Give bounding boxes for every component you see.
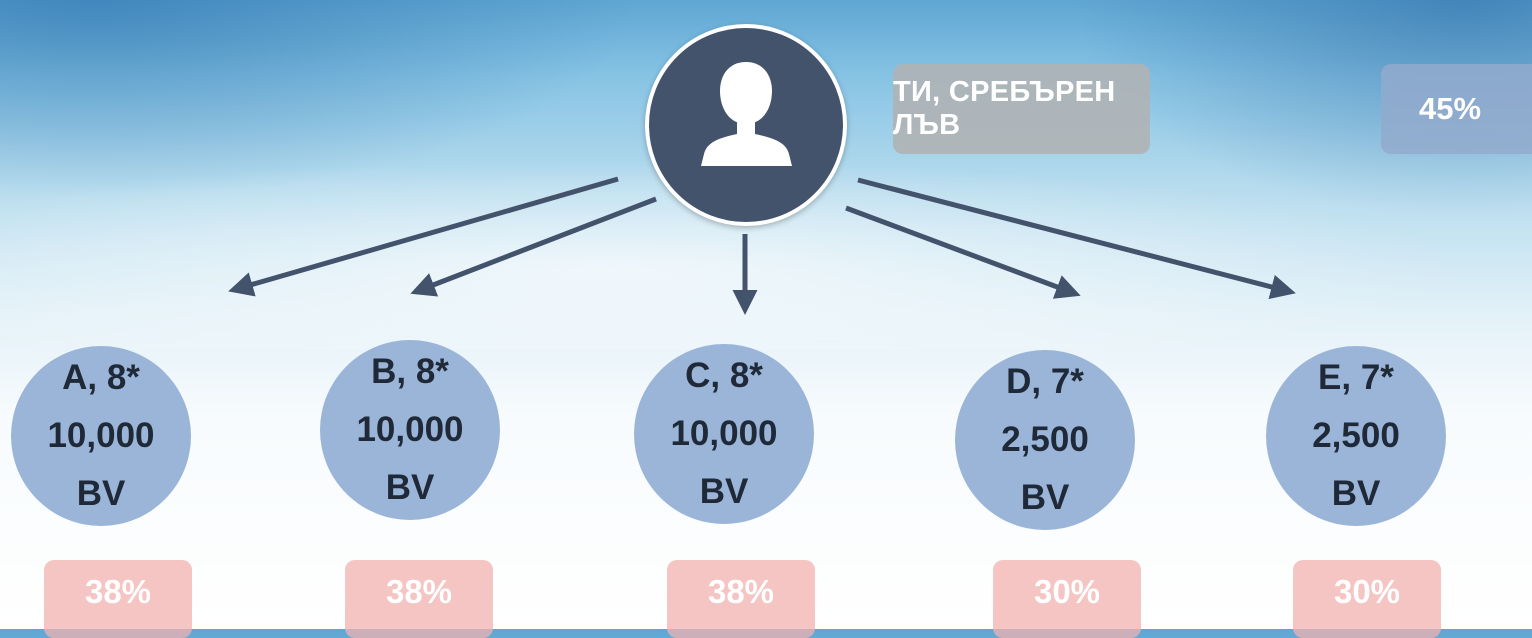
arrow-to-node-d (845, 205, 1081, 299)
node-d-percent-badge: 30% (993, 560, 1141, 638)
node-volume: 2,500 (1001, 420, 1089, 459)
root-avatar (645, 24, 847, 226)
node-name: E, 7* (1318, 358, 1394, 397)
node-d: D, 7* 2,500 BV (955, 350, 1135, 530)
node-a: A, 8* 10,000 BV (11, 346, 191, 526)
root-label: ТИ, СРЕБЪРЕН ЛЪВ (893, 64, 1150, 154)
node-unit: BV (1331, 474, 1381, 513)
node-e-percent-badge: 30% (1293, 560, 1441, 638)
node-b-percent-badge: 38% (345, 560, 493, 638)
node-c-percent-badge: 38% (667, 560, 815, 638)
node-a-percent-badge: 38% (44, 560, 192, 638)
node-b: B, 8* 10,000 BV (320, 340, 500, 520)
node-unit: BV (699, 472, 749, 511)
node-volume: 10,000 (47, 416, 155, 455)
node-name: A, 8* (62, 358, 140, 397)
root-percent-badge: 45% (1381, 64, 1532, 154)
arrow-to-node-a (228, 176, 619, 297)
node-unit: BV (385, 468, 435, 507)
node-volume: 2,500 (1312, 416, 1400, 455)
node-volume: 10,000 (356, 410, 464, 449)
node-volume: 10,000 (670, 414, 778, 453)
node-e: E, 7* 2,500 BV (1266, 346, 1446, 526)
node-name: C, 8* (685, 356, 763, 395)
node-c: C, 8* 10,000 BV (634, 344, 814, 524)
person-silhouette-icon (701, 62, 792, 166)
node-name: B, 8* (371, 352, 449, 391)
node-name: D, 7* (1006, 362, 1084, 401)
node-unit: BV (76, 474, 126, 513)
arrow-to-node-e (857, 177, 1296, 300)
node-unit: BV (1020, 478, 1070, 517)
arrow-to-node-b (410, 196, 657, 297)
